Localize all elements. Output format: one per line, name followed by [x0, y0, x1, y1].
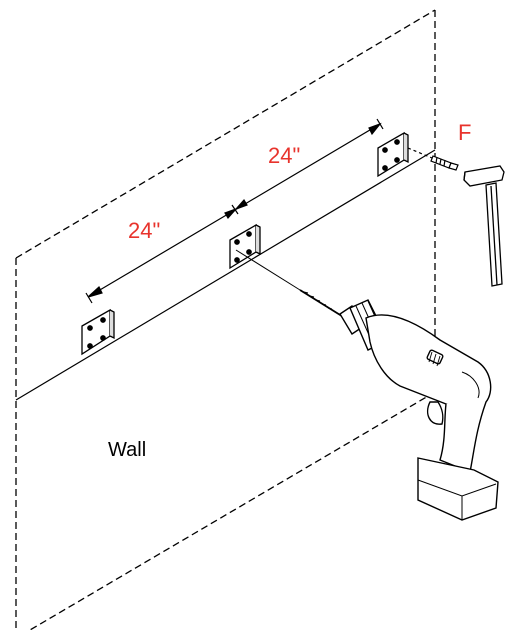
- bracket-right: [377, 131, 409, 178]
- hammer-icon: [463, 165, 505, 287]
- level-line: [15, 149, 436, 401]
- wall-bracket-icon: [81, 131, 409, 356]
- drill-alignment-line: [235, 249, 301, 291]
- bracket-left: [81, 308, 115, 356]
- dimension-label-right: 24": [268, 143, 300, 168]
- wall-label: Wall: [108, 439, 146, 461]
- part-label-f: F: [458, 120, 471, 145]
- wall-panel: [15, 9, 436, 630]
- dimension-line: [85, 118, 384, 304]
- cordless-drill-icon: [299, 289, 499, 521]
- anchor-screw-icon: [407, 147, 459, 171]
- bracket-middle: [229, 223, 261, 270]
- dimension-label-left: 24": [128, 218, 160, 243]
